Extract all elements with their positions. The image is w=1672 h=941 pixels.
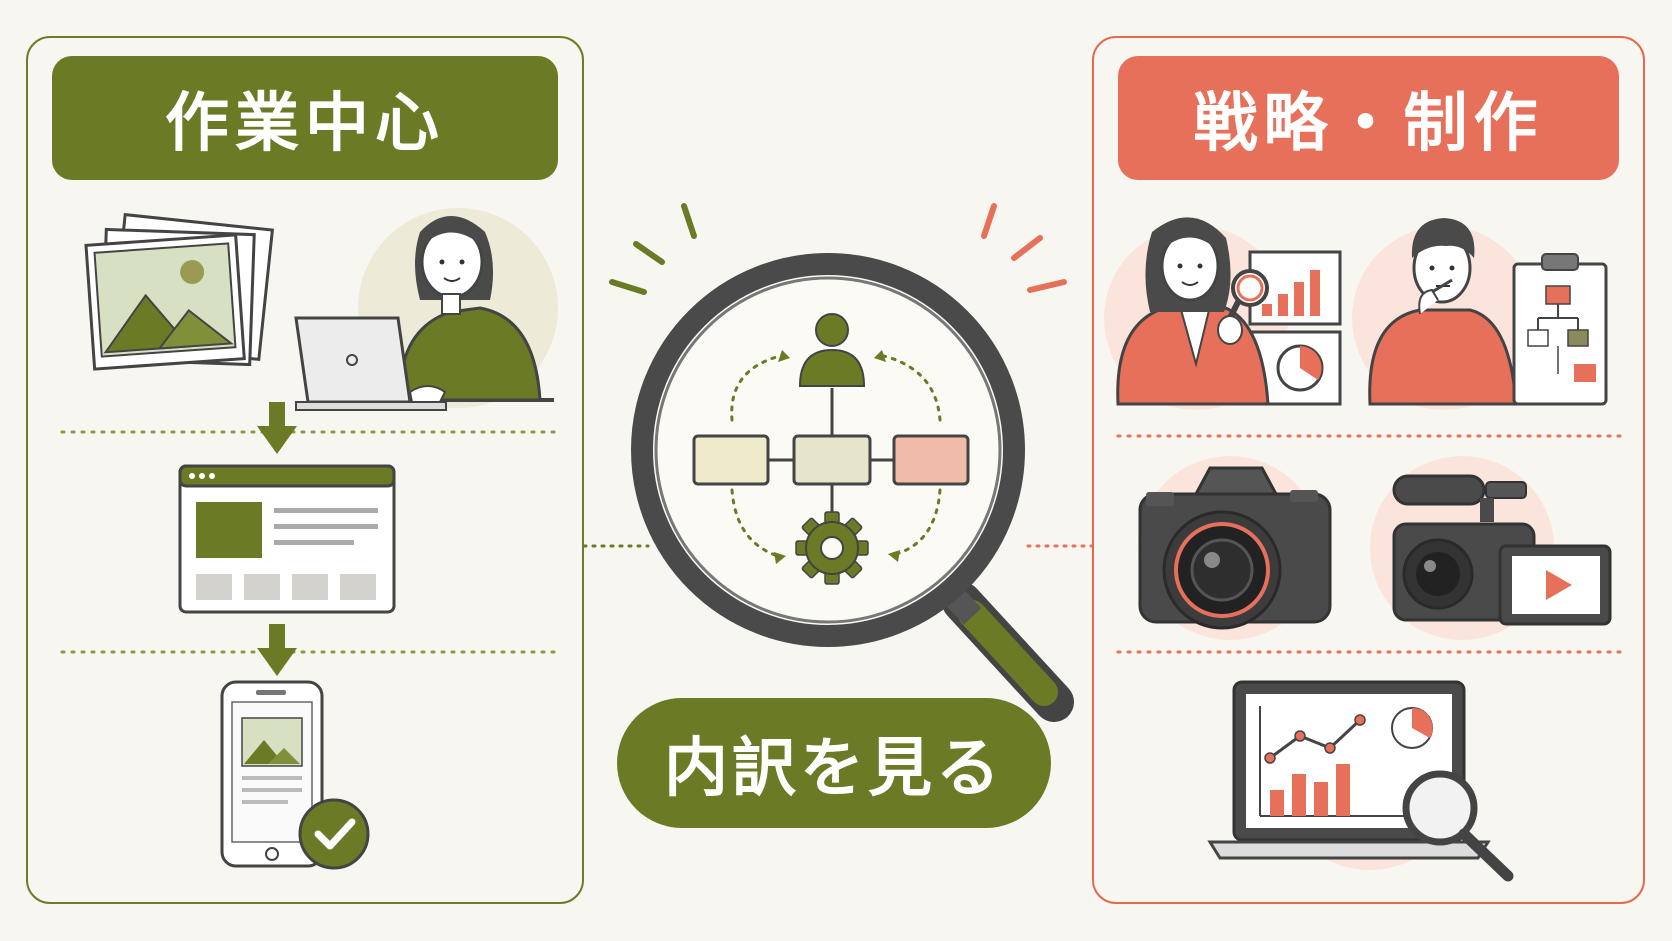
woman-laptop-icon: [294, 208, 558, 411]
person-icon: [798, 313, 866, 387]
right-panel-title: 戦略・制作: [1118, 56, 1619, 180]
man-planner-icon: [1352, 218, 1608, 410]
photo-stack-icon: [84, 212, 275, 371]
left-panel-title: 作業中心: [52, 56, 558, 180]
burst-lines-right: [981, 203, 1067, 293]
arrow-down-icon: [257, 624, 297, 676]
breakdown-button[interactable]: 内訳を見る: [617, 698, 1051, 828]
smartphone-icon: [220, 680, 324, 868]
gear-icon: [795, 511, 869, 585]
camera-icon: [1138, 456, 1332, 640]
flow-boxes-icon: [692, 434, 970, 486]
burst-lines-left: [609, 203, 697, 295]
woman-analyst-icon: [1104, 217, 1342, 410]
laptop-analytics-icon: [1207, 680, 1514, 882]
video-camera-icon: [1370, 456, 1612, 640]
arrow-down-icon: [257, 402, 297, 454]
webpage-layout-icon: [178, 464, 396, 614]
checkmark-badge-icon: [298, 798, 370, 870]
flow-diagram: [692, 313, 970, 585]
right-panel: 戦略・制作: [1092, 36, 1645, 904]
left-panel: 作業中心: [26, 36, 584, 904]
